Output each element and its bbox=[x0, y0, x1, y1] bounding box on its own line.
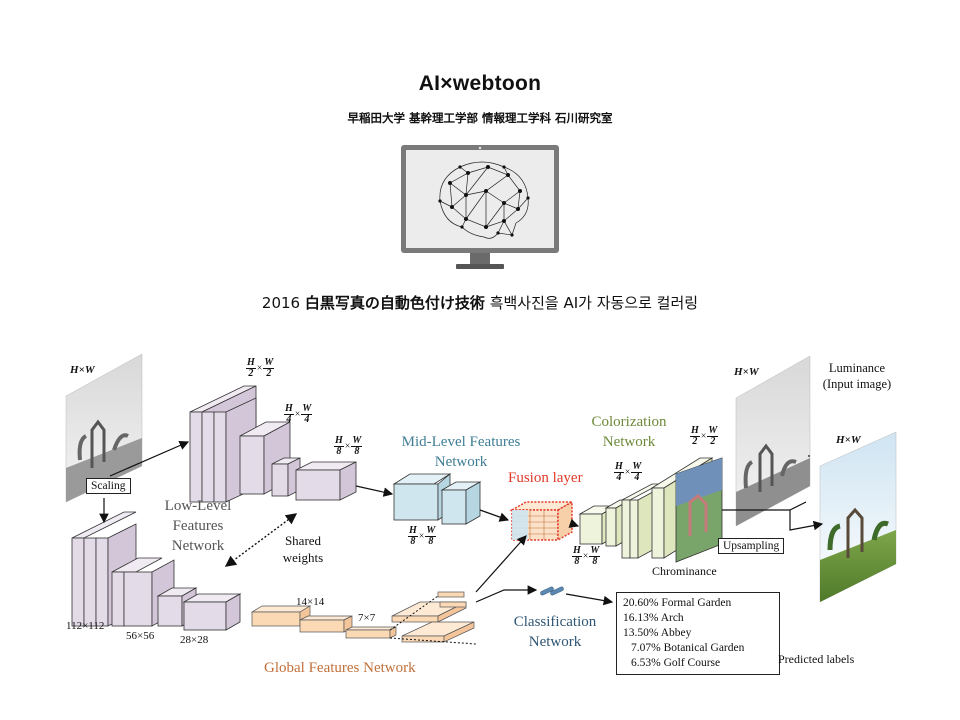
page-title: AI×webtoon bbox=[418, 72, 542, 95]
upsampling-label: Upsampling bbox=[718, 538, 785, 554]
predictions-box: 20.60% Formal Garden 16.13% Arch 13.50% … bbox=[616, 592, 780, 675]
monitor-brain-icon bbox=[401, 145, 559, 269]
classification-blocks bbox=[540, 586, 564, 596]
prediction-item: 13.50% Abbey bbox=[623, 627, 692, 639]
prediction-item: 20.60% Formal Garden bbox=[623, 597, 732, 609]
caption-bold: 白黒写真の自動色付け技術 bbox=[304, 294, 485, 312]
caption: 2016 白黒写真の自動色付け技術 흑백사진을 AI가 자동으로 컬러링 bbox=[0, 292, 960, 313]
output-color-image bbox=[819, 431, 897, 603]
classification-label: Classification Network bbox=[513, 614, 597, 650]
caption-korean: 흑백사진을 AI가 자동으로 컬러링 bbox=[489, 294, 699, 312]
global-features-blocks bbox=[250, 591, 475, 643]
size-7-label: 7×7 bbox=[358, 612, 376, 624]
luminance-image bbox=[735, 355, 811, 527]
colorization-label: Colorization Network bbox=[591, 414, 667, 450]
shared-weights-label: Shared weights bbox=[282, 533, 324, 565]
colorization-diagram bbox=[65, 353, 897, 645]
low-level-bottom-stack bbox=[71, 511, 242, 631]
affiliation: 早稲田大学 基幹理工学部 情報理工学科 石川研究室 bbox=[347, 111, 613, 125]
fusion-layer-block bbox=[509, 500, 575, 542]
chrominance-label: Chrominance bbox=[652, 564, 717, 578]
mid-level-label: Mid-Level Features Network bbox=[401, 434, 521, 470]
global-features-label: Global Features Network bbox=[264, 660, 416, 676]
size-14-label: 14×14 bbox=[296, 596, 325, 608]
luminance-label: Luminance (Input image) bbox=[822, 361, 892, 391]
size-112-label: 112×112 bbox=[66, 620, 105, 632]
input-size-label: H×W bbox=[70, 364, 95, 376]
size-56-label: 56×56 bbox=[126, 630, 155, 642]
fusion-layer-label: Fusion layer bbox=[508, 470, 583, 486]
low-level-label: Low-Level Features Network bbox=[164, 498, 232, 554]
chrominance-block bbox=[675, 457, 723, 563]
prediction-item: 7.07% Botanical Garden bbox=[631, 642, 745, 654]
output-size-label: H×W bbox=[836, 434, 861, 446]
luminance-size-label: H×W bbox=[734, 366, 759, 378]
caption-year: 2016 bbox=[261, 294, 301, 312]
input-image bbox=[65, 353, 143, 503]
size-28-label: 28×28 bbox=[180, 634, 209, 646]
low-level-top-stack bbox=[189, 385, 357, 503]
mid-level-block bbox=[392, 473, 482, 525]
predicted-labels-label: Predicted labels bbox=[778, 652, 855, 666]
scaling-label: Scaling bbox=[86, 478, 131, 494]
prediction-item: 6.53% Golf Course bbox=[631, 657, 721, 669]
prediction-item: 16.13% Arch bbox=[623, 612, 684, 624]
